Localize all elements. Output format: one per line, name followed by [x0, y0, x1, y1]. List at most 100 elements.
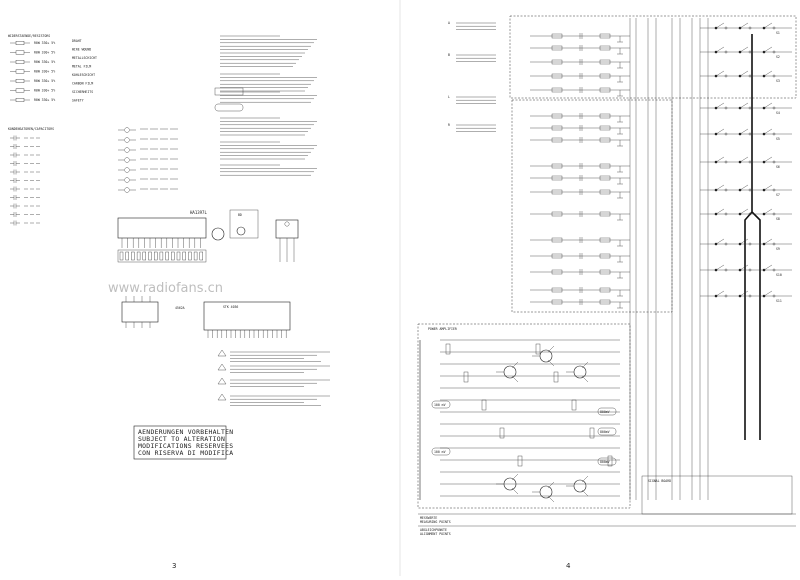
resistor-symbol — [599, 237, 611, 243]
transistor-symbol — [503, 365, 517, 379]
ic-pad — [125, 251, 129, 261]
transistor-emitter — [547, 495, 555, 503]
switch-blade — [715, 128, 725, 135]
ic-pad — [142, 251, 147, 261]
resistor-symbol — [599, 59, 611, 65]
switch-contact — [772, 106, 776, 110]
transistor-emitter — [547, 359, 555, 367]
switch-contact — [748, 212, 752, 216]
switch-blade — [763, 290, 773, 297]
resistor-legend: WIDERSTAENDE/RESISTORS R0W 330+ 5% R0W 33… — [8, 34, 97, 103]
transistor-collector — [511, 361, 519, 369]
page-number-left: 3 — [172, 562, 176, 570]
resistor-symbol — [551, 73, 563, 79]
resistor-symbol — [599, 287, 611, 293]
switch-contact — [724, 160, 728, 164]
legend-resistor-note: METAL FILM — [72, 65, 91, 69]
switch-blade — [739, 184, 749, 191]
legend-resistor-note: SICHERHEITS — [72, 90, 93, 94]
resistor-symbol — [551, 125, 563, 131]
signal-point-label: R — [448, 123, 450, 127]
switch-blade — [715, 208, 725, 215]
legend-resistor-note: DRAHT — [72, 39, 82, 43]
switch-blade — [739, 102, 749, 109]
switch-contact — [748, 74, 752, 78]
signal-level-label: 800mV — [600, 430, 610, 434]
resistor-symbol — [535, 343, 541, 355]
switch-blade — [739, 22, 749, 29]
resistor-symbol — [599, 137, 611, 143]
switch-contact — [724, 106, 728, 110]
switch-ref: S2 — [776, 55, 780, 59]
switch-blade — [739, 128, 749, 135]
resistor-symbol — [551, 253, 563, 259]
ic-pad — [176, 251, 181, 261]
switch-blade — [715, 22, 725, 29]
switch-contact — [724, 50, 728, 54]
resistor-symbol — [571, 399, 577, 411]
ic-pad — [193, 251, 198, 261]
ic-pad — [153, 251, 158, 261]
notice-line-2: SUBJECT TO ALTERATION — [138, 435, 225, 443]
switch-contact — [748, 160, 752, 164]
switch-blade — [739, 290, 749, 297]
switch-blade — [763, 46, 773, 53]
capacitor-legend: KONDENSATOREN/CAPACITORS — [8, 127, 54, 226]
ic-pinout-ha1397: HA1397L — [117, 210, 207, 263]
safety-notes — [217, 349, 330, 406]
ic-pad — [136, 251, 141, 261]
power-module: STK 4036 — [203, 301, 291, 338]
switch-blade — [763, 70, 773, 77]
resistor-symbol — [599, 45, 611, 51]
legend-resistor-symbol — [15, 41, 25, 46]
transistor-symbol — [573, 365, 587, 379]
switch-contact — [724, 188, 728, 192]
legend-resistor-label: R0W 330+ 5% — [34, 89, 55, 93]
module-titles: POWER AMPLIFIER SIGNAL BOARD — [428, 327, 671, 483]
signal-level-label: 100 mV — [434, 403, 446, 407]
switch-ref: S4 — [776, 111, 780, 115]
resistor-symbol — [599, 211, 611, 217]
switch-contact — [772, 294, 776, 298]
resistor-symbol — [599, 269, 611, 275]
legend-heading: WIDERSTAENDE/RESISTORS — [8, 34, 50, 38]
switch-ref: S11 — [776, 299, 782, 303]
ic-pad — [119, 251, 124, 261]
dip-label: 4562A — [175, 306, 185, 310]
resistor-symbol — [481, 399, 487, 411]
transistor-emitter — [511, 487, 519, 495]
footer-legend: MESSWERTE MEASURING POINTS ABGLEICHPUNKT… — [418, 513, 796, 536]
switch-contact — [724, 74, 728, 78]
warning-triangle-icon — [217, 377, 227, 385]
legend-symbol — [124, 137, 130, 143]
switch-blade — [739, 70, 749, 77]
switch-contact — [724, 212, 728, 216]
legend-resistor-label: R0W 330+ 5% — [34, 60, 55, 64]
ic-pad — [159, 251, 164, 261]
resistor-symbol — [551, 137, 563, 143]
resistor-symbol — [599, 253, 611, 259]
switch-contact — [772, 160, 776, 164]
switch-blade — [763, 184, 773, 191]
ic-pad — [182, 251, 186, 261]
module-label: STK 4036 — [223, 305, 238, 309]
legend-resistor-symbol — [15, 50, 25, 55]
resistor-symbol — [599, 189, 611, 195]
switch-blade — [715, 184, 725, 191]
switch-ref: S5 — [776, 137, 780, 141]
ic-pad — [131, 251, 135, 261]
switch-contact — [772, 212, 776, 216]
resistor-symbol — [551, 45, 563, 51]
switch-contact — [724, 268, 728, 272]
footer-1: MESSWERTE — [420, 516, 437, 520]
ic-pad — [171, 251, 175, 261]
switch-ref: S10 — [776, 273, 782, 277]
switch-contact — [772, 74, 776, 78]
switch-ref: S3 — [776, 79, 780, 83]
warning-triangle-icon — [217, 363, 227, 371]
resistor-symbol — [463, 371, 469, 383]
resistor-symbol — [551, 211, 563, 217]
resistor-symbol — [599, 33, 611, 39]
